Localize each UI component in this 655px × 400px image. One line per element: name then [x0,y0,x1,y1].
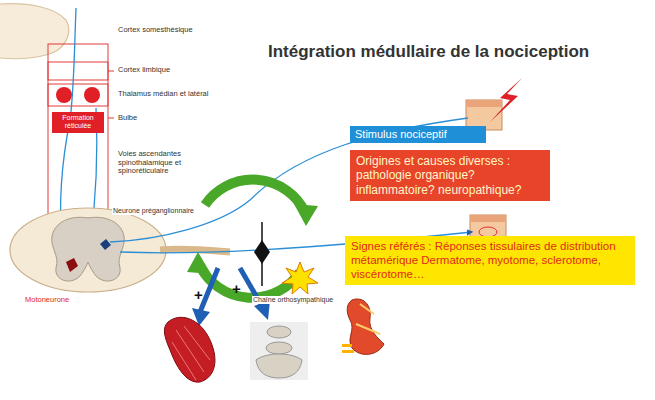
thalamus-nucleus [84,87,100,103]
box-text: Origines et causes diverses : pathologie… [356,154,544,197]
reticular-box: Formation réticulée [52,112,104,133]
info-box: Origines et causes diverses : pathologie… [350,150,550,201]
tick [108,118,114,119]
info-box: Signes référés : Réponses tissulaires de… [345,236,635,285]
spine-picture [250,322,308,380]
ganglion [254,240,270,264]
lightning [490,78,522,122]
part-label: Bulbe [118,114,137,123]
info-box: Stimulus nociceptif [350,126,486,143]
plus-sign: + [194,286,203,303]
cortex-outline [0,4,69,59]
loop-arrowhead [187,252,211,274]
plus-sign: + [232,280,241,297]
loop-arrowhead [294,204,318,226]
grey-matter [52,217,125,281]
thalamus-nucleus [56,87,72,103]
part-label: Thalamus médian et latéral [118,90,208,99]
limbic-box [48,62,108,80]
viscera-picture [342,299,384,354]
title: Intégration médullaire de la nociception [268,42,589,62]
spinal-cord [10,208,166,292]
motoneuron [66,258,78,272]
part-label: Cortex limbique [118,66,170,75]
part-label: Cortex somesthésique [118,26,193,35]
part-label: Voies ascendantes spinothalamique et spi… [118,150,210,176]
part-label: Chaîne orthosympathique [252,296,334,304]
star-burst [282,262,318,294]
tick [108,71,114,72]
box-text: Stimulus nociceptif [355,128,481,141]
box-text: Signes référés : Réponses tissulaires de… [351,240,629,281]
box-text: Formation réticulée [54,114,102,131]
preganglionic-neuron [100,239,111,250]
part-label: Motoneurone [24,296,70,305]
loop-arrow [205,180,305,212]
thalamus-box [48,84,108,106]
muscle [164,317,215,382]
part-label: Neurone préganglionnaire [112,207,195,215]
